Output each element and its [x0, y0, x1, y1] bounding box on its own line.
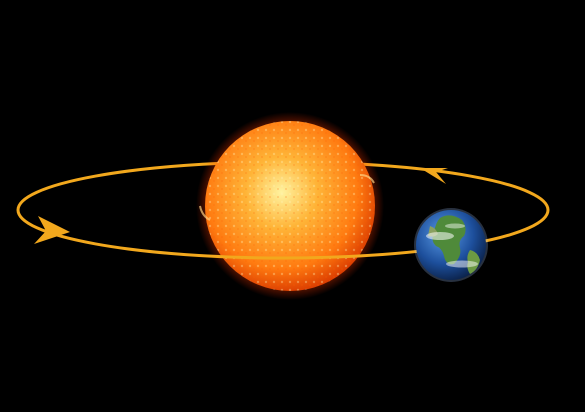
sun-icon [196, 112, 384, 300]
earth-icon [414, 208, 488, 282]
orbit-arrow-left-icon [420, 168, 448, 184]
orbit-arrow-right-icon [34, 216, 70, 244]
